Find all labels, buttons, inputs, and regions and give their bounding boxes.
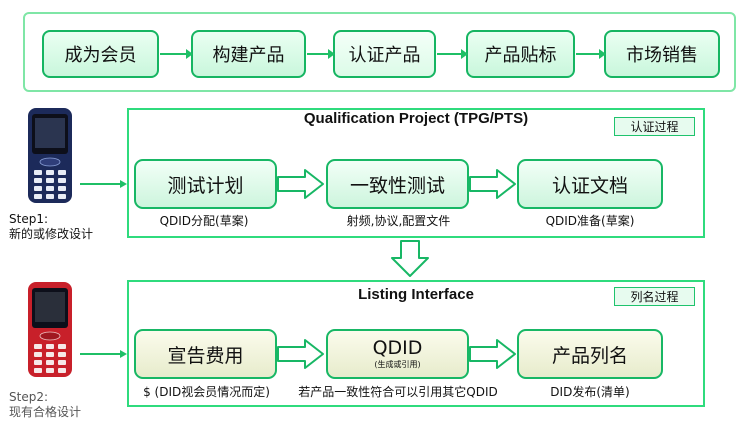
flow-step-declaration-fee: 宣告费用 [134, 329, 277, 379]
flow-step-qdid: QDID (生成或引用) [326, 329, 469, 379]
flow-step-conformance-test: 一致性测试 [326, 159, 469, 209]
qualification-tag: 认证过程 [614, 117, 695, 136]
caption-qdid-prepare: QDID准备(草案) [545, 214, 635, 228]
flow-step-market-sales: 市场销售 [604, 30, 720, 78]
flow-step-become-member: 成为会员 [42, 30, 159, 78]
step2-label: Step2: 现有合格设计 [9, 390, 82, 419]
blue-phone-image [26, 108, 74, 203]
caption-rf-protocol-profile: 射频,协议,配置文件 [346, 214, 451, 228]
qualification-title: Qualification Project (TPG/PTS) [303, 110, 529, 127]
flow-step-certify-product: 认证产品 [333, 30, 436, 78]
down-arrow [391, 240, 429, 277]
caption-reference-qdid: 若产品一致性符合可以引用其它QDID [298, 385, 498, 399]
qdid-subtitle: (生成或引用) [374, 360, 421, 369]
q-arrow-2 [469, 169, 516, 199]
l-arrow-1 [277, 339, 324, 369]
listing-title: Listing Interface [358, 286, 474, 303]
flow-step-certification-docs: 认证文档 [517, 159, 663, 209]
flow-step-test-plan: 测试计划 [134, 159, 277, 209]
q-arrow-1 [277, 169, 324, 199]
red-phone-image [26, 282, 74, 377]
flow-step-build-product: 构建产品 [191, 30, 306, 78]
caption-qdid-allocation: QDID分配(草案) [159, 214, 249, 228]
caption-did-fee: $ (DID视会员情况而定) [143, 385, 270, 399]
listing-tag: 列名过程 [614, 287, 695, 306]
flow-step-product-listing: 产品列名 [517, 329, 663, 379]
l-arrow-2 [469, 339, 516, 369]
step1-label: Step1: 新的或修改设计 [9, 212, 94, 241]
flow-step-label-product: 产品贴标 [466, 30, 575, 78]
caption-did-publish: DID发布(清单) [550, 385, 630, 399]
